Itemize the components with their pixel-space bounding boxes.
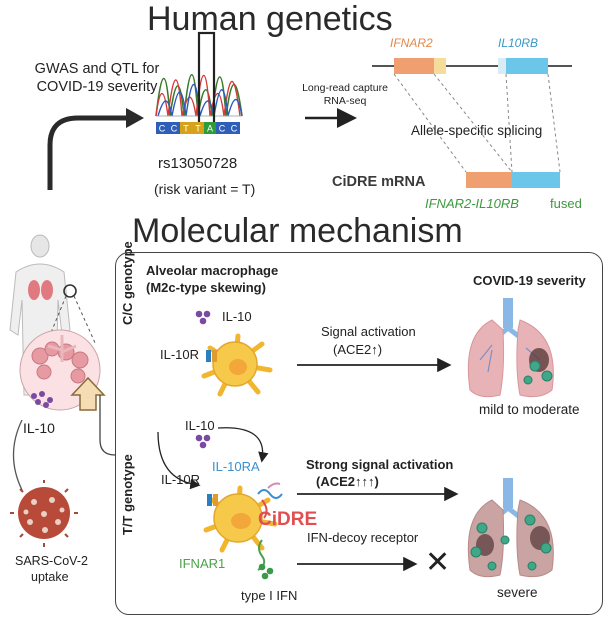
il10ra-label: IL-10RA [212,459,260,474]
fused-word: fused [550,196,582,211]
cc-genotype-label: C/C genotype [120,241,135,325]
variant-id: rs13050728 [158,155,238,172]
allele-splicing-label: Allele-specific splicing [411,123,543,138]
severe-label: severe [497,585,538,600]
il10r-label-cc: IL-10R [160,347,200,362]
bracket-arrow [99,395,116,456]
macrophage-cc [201,333,273,397]
fused-gene-label: IFNAR2-IL10RB [425,196,519,211]
virus-illustration [10,480,78,547]
signal-activation-label: Signal activation [321,324,416,339]
il10-curve-arrow2 [157,431,201,490]
splice-lines [393,73,561,173]
mild-label: mild to moderate [479,402,580,417]
strong-signal-label: Strong signal activation [306,457,454,472]
il10-side-label: IL-10 [23,420,55,436]
base-letter: T [195,124,201,134]
title-molecular-mechanism: Molecular mechanism [132,212,463,250]
lungs-severe [467,478,554,578]
base-letter: T [183,124,189,134]
base-letter: C [159,124,166,134]
mechanism-panel [115,252,603,615]
exon-ifnar2 [394,58,434,74]
base-letter: C [171,124,178,134]
macrophage-tt [203,482,283,571]
gene-il10rb-label: IL10RB [498,36,539,50]
fused-il10rb [512,172,560,188]
sars-label-2: uptake [31,570,69,584]
alveolar-sublabel: (M2c-type skewing) [146,280,266,295]
alveolar-label: Alveolar macrophage [146,263,279,278]
risk-variant: (risk variant = T) [154,181,256,197]
cidre-mrna-label: CiDRE mRNA [332,174,426,190]
fused-ifnar2 [466,172,512,188]
block-x-icon: ✕ [425,546,451,579]
exon-il10rb [506,58,548,74]
tt-genotype-label: T/T genotype [120,454,135,535]
il10-dots-tt [195,434,211,449]
ace2-up-label: (ACE2↑) [333,342,383,357]
gwas-label: GWAS and QTL for COVID-19 severity [34,61,160,95]
il10r-label-tt: IL-10R [161,472,201,487]
human-figure [9,234,106,491]
title-human-genetics: Human genetics [147,0,393,38]
il10-label-cc: IL-10 [222,309,252,324]
sars-label-1: SARS-CoV-2 [15,554,88,568]
covid-severity-label: COVID-19 severity [473,273,586,288]
il10-label-tt: IL-10 [185,418,215,433]
flow-arrow-main [47,115,128,190]
base-letter: C [219,124,226,134]
gene-ifnar2-label: IFNAR2 [390,36,433,50]
il10-dots-cc [195,310,211,325]
ifn-dots [258,563,274,580]
ifn-decoy-label: IFN-decoy receptor [307,530,419,545]
exon-il10rb-head [498,58,506,74]
exon-ifnar2-tail [434,58,446,74]
ifnar1-label: IFNAR1 [179,556,226,571]
type1-ifn-label: type I IFN [241,588,298,603]
lungs-mild [467,298,554,398]
long-read-label: Long-read capture RNA-seq [302,82,388,107]
cidre-label: CiDRE [258,509,318,530]
flow-arrow-main-head [126,108,144,128]
il10-curve-arrow [217,427,269,463]
ace2-up3-label: (ACE2↑↑↑) [316,474,379,489]
base-letter: C [231,124,238,134]
base-boxes [156,122,240,134]
base-letter: A [207,124,213,134]
